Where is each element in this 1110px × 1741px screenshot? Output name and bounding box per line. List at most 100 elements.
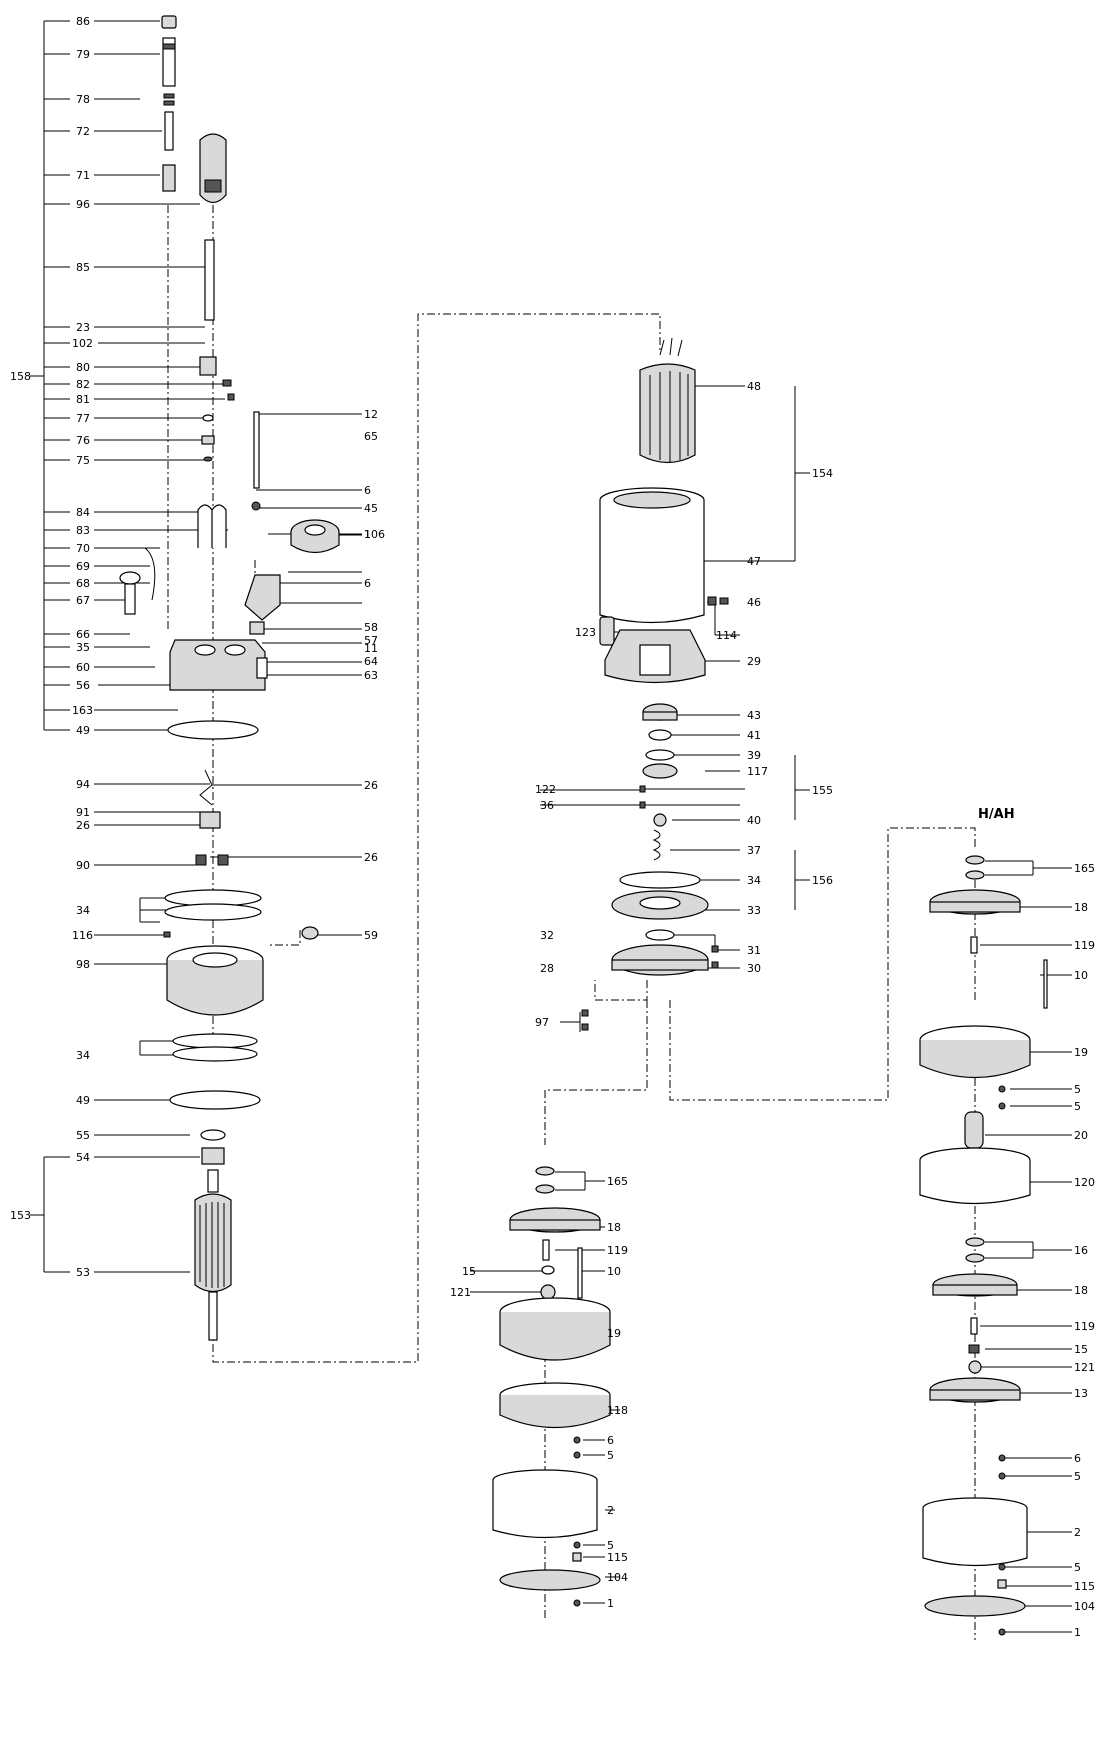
part-number-label: 34 <box>747 874 761 887</box>
part-number-label: 71 <box>76 169 90 182</box>
part-number-label: 18 <box>1074 1284 1088 1297</box>
part-number-label: 53 <box>76 1266 90 1279</box>
part-number-label: 36 <box>540 799 554 812</box>
part-number-label: 115 <box>1074 1580 1095 1593</box>
part-number-label: 26 <box>364 779 378 792</box>
part-number-label: 1 <box>1074 1626 1081 1639</box>
left-column-parts <box>119 15 340 1341</box>
part-number-label: 118 <box>607 1404 628 1417</box>
part-number-label: 94 <box>76 778 90 791</box>
part-number-label: 90 <box>76 859 90 872</box>
part-number-label: 120 <box>1074 1176 1095 1189</box>
part-number-label: 41 <box>747 729 761 742</box>
part-number-label: 66 <box>76 628 90 641</box>
part-number-label: 81 <box>76 393 90 406</box>
right-part-labels: 1651811910195520120161811915121136525115… <box>1074 862 1095 1639</box>
part-number-label: 19 <box>1074 1046 1088 1059</box>
part-number-label: 68 <box>76 577 90 590</box>
part-number-label: 96 <box>76 198 90 211</box>
part-number-label: 29 <box>747 655 761 668</box>
part-number-label: 18 <box>1074 901 1088 914</box>
part-number-label: 5 <box>1074 1100 1081 1113</box>
part-number-label: 121 <box>1074 1361 1095 1374</box>
part-number-label: 91 <box>76 806 90 819</box>
part-number-label: 1 <box>607 1597 614 1610</box>
part-number-label: 106 <box>364 528 385 541</box>
part-number-label: 65 <box>364 430 378 443</box>
part-number-label: 155 <box>812 784 833 797</box>
part-number-label: 121 <box>450 1286 471 1299</box>
part-number-label: 60 <box>76 661 90 674</box>
part-number-label: 30 <box>747 962 761 975</box>
part-number-label: 165 <box>1074 862 1095 875</box>
part-number-label: 114 <box>716 629 737 642</box>
part-number-label: 5 <box>1074 1470 1081 1483</box>
part-number-label: 35 <box>76 641 90 654</box>
part-number-label: 119 <box>1074 939 1095 952</box>
part-number-label: 119 <box>1074 1320 1095 1333</box>
part-number-label: 123 <box>575 626 596 639</box>
part-number-label: 58 <box>364 621 378 634</box>
part-number-label: 117 <box>747 765 768 778</box>
part-number-label: 78 <box>76 93 90 106</box>
part-number-label: 122 <box>535 783 556 796</box>
part-number-label: 5 <box>1074 1083 1081 1096</box>
part-number-label: 11 <box>364 642 378 655</box>
part-number-label: 57 <box>364 634 378 647</box>
part-number-label: 80 <box>76 361 90 374</box>
part-number-label: 19 <box>607 1327 621 1340</box>
part-number-label: 63 <box>364 669 378 682</box>
part-number-label: 1 <box>364 528 371 541</box>
leader-lines <box>30 20 1072 1633</box>
part-number-label: 76 <box>76 434 90 447</box>
part-number-label: 55 <box>76 1129 90 1142</box>
part-number-label: 49 <box>76 724 90 737</box>
part-number-label: 77 <box>76 412 90 425</box>
part-number-label: 32 <box>540 929 554 942</box>
part-number-label: 48 <box>747 380 761 393</box>
part-number-label: 15 <box>462 1265 476 1278</box>
part-number-label: 5 <box>607 1539 614 1552</box>
part-number-label: 2 <box>607 1504 614 1517</box>
middle-column-parts <box>581 337 729 1031</box>
lower-middle-parts <box>492 1166 611 1607</box>
part-number-label: 67 <box>76 594 90 607</box>
part-number-label: 79 <box>76 48 90 61</box>
part-number-label: 10 <box>1074 969 1088 982</box>
part-number-label: 16 <box>1074 1244 1088 1257</box>
part-number-label: 54 <box>76 1151 90 1164</box>
part-number-label: 153 <box>10 1209 31 1222</box>
part-number-label: 163 <box>72 704 93 717</box>
part-number-label: 69 <box>76 560 90 573</box>
part-number-label: 6 <box>364 484 371 497</box>
part-number-label: 56 <box>76 679 90 692</box>
part-number-label: 154 <box>812 467 833 480</box>
part-number-label: 83 <box>76 524 90 537</box>
part-number-label: 18 <box>607 1221 621 1234</box>
part-number-label: 82 <box>76 378 90 391</box>
part-number-label: 98 <box>76 958 90 971</box>
part-number-label: 119 <box>607 1244 628 1257</box>
part-number-label: 49 <box>76 1094 90 1107</box>
part-number-label: 75 <box>76 454 90 467</box>
right-column-parts <box>919 855 1048 1636</box>
part-number-label: 158 <box>10 370 31 383</box>
part-number-label: 104 <box>1074 1600 1095 1613</box>
part-number-label: 59 <box>364 929 378 942</box>
part-number-label: 6 <box>364 577 371 590</box>
part-number-label: 40 <box>747 814 761 827</box>
part-number-label: 34 <box>76 1049 90 1062</box>
part-number-label: 72 <box>76 125 90 138</box>
part-number-label: 10 <box>607 1265 621 1278</box>
part-number-label: 115 <box>607 1551 628 1564</box>
part-number-label: 37 <box>747 844 761 857</box>
left-part-labels: 8679787271968523102808281777675848370696… <box>72 15 93 1279</box>
part-number-label: 64 <box>364 655 378 668</box>
part-number-label: 43 <box>747 709 761 722</box>
part-number-label: 102 <box>72 337 93 350</box>
part-number-label: 15 <box>1074 1343 1088 1356</box>
part-number-label: 70 <box>76 542 90 555</box>
